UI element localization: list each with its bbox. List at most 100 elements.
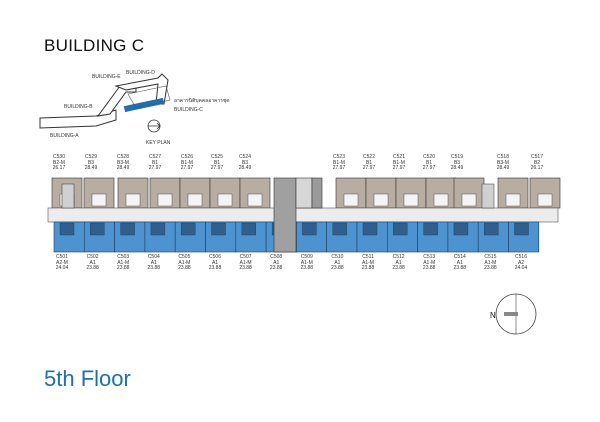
bottom-unit-bathroom <box>362 222 378 236</box>
right-stair <box>481 183 495 209</box>
building-a-shape <box>39 109 117 129</box>
bottom-unit-id: C507 <box>239 254 252 260</box>
core-shaft <box>311 177 323 209</box>
bottom-unit-id: C501 <box>56 254 68 260</box>
site-outline <box>127 85 171 109</box>
bottom-unit-bathroom <box>120 222 135 236</box>
compass-needle <box>504 312 518 316</box>
bottom-unit-c515[interactable] <box>477 221 509 253</box>
bottom-unit-c516[interactable] <box>508 221 540 253</box>
top-unit-id: C526 <box>181 154 193 160</box>
bottom-unit-bathroom <box>180 222 196 236</box>
bottom-unit-type: A2 <box>517 259 525 266</box>
bottom-unit-id: C512 <box>392 254 405 260</box>
top-unit-id: C522 <box>363 154 375 160</box>
bottom-unit-area: 23.88 <box>484 265 497 272</box>
top-unit-id: C518 <box>497 154 509 160</box>
bottom-unit-c512[interactable] <box>386 221 418 253</box>
top-unit-c524[interactable] <box>239 177 271 209</box>
bottom-unit-bathroom <box>211 222 226 236</box>
key-plan-buildings <box>39 73 171 129</box>
top-unit-bathroom <box>187 193 203 207</box>
bottom-unit-bathroom <box>453 222 469 236</box>
bottom-unit-area: 23.88 <box>116 265 130 272</box>
bottom-unit-area: 24.04 <box>514 265 528 272</box>
bottom-unit-c511[interactable] <box>356 221 388 253</box>
key-plan-building-e-label: BUILDING-E <box>92 74 121 80</box>
bottom-unit-c505[interactable] <box>174 221 206 253</box>
bottom-unit-area: 23.88 <box>331 265 344 272</box>
bottom-unit-c506[interactable] <box>205 221 237 253</box>
bottom-unit-type: A1 <box>211 259 219 266</box>
top-unit-bathroom <box>433 193 449 207</box>
top-unit-c522[interactable] <box>365 177 397 209</box>
bottom-unit-type: A1 <box>395 259 402 266</box>
top-unit-type: B1 <box>213 159 221 166</box>
bottom-unit-type: A1-M <box>239 259 252 266</box>
bottom-unit-c503[interactable] <box>114 221 146 253</box>
top-unit-bathroom <box>373 193 389 207</box>
top-unit-bathroom <box>461 193 477 207</box>
bottom-unit-c504[interactable] <box>144 221 176 253</box>
top-unit-c517[interactable] <box>529 177 561 209</box>
bottom-unit-c507[interactable] <box>235 221 267 253</box>
bottom-unit-type: A1-M <box>423 259 436 266</box>
top-unit-area: 27.97 <box>210 165 224 172</box>
top-unit-type: B1 <box>425 159 433 166</box>
top-unit-c526[interactable] <box>179 177 211 209</box>
top-unit-type: B2 <box>533 159 541 166</box>
bottom-unit-c510[interactable] <box>326 221 358 253</box>
bottom-unit-c513[interactable] <box>417 221 449 253</box>
bottom-unit-type: A1-M <box>484 259 497 266</box>
bottom-unit-id: C506 <box>209 254 221 260</box>
top-unit-area: 27.97 <box>362 165 376 172</box>
north-compass: N <box>490 293 537 335</box>
top-unit-area: 28.49 <box>84 165 98 172</box>
top-unit-type: B1 <box>365 159 373 166</box>
top-unit-c529[interactable] <box>83 177 115 209</box>
bottom-unit-id: C511 <box>362 254 374 260</box>
bottom-unit-c502[interactable] <box>84 221 115 253</box>
top-unit-bathroom <box>537 193 553 207</box>
bottom-unit-bathroom <box>241 222 257 236</box>
bottom-unit-area: 23.88 <box>208 265 222 272</box>
top-unit-c518[interactable] <box>497 177 529 209</box>
top-unit-c528[interactable] <box>117 177 149 209</box>
bottom-unit-type: A1-M <box>117 259 130 266</box>
bottom-units-group <box>53 221 540 253</box>
building-c-highlight <box>123 97 165 113</box>
top-unit-bathroom <box>125 193 141 207</box>
top-unit-c520[interactable] <box>425 177 457 209</box>
bottom-unit-area: 23.88 <box>453 265 467 272</box>
top-unit-type: B1-M <box>393 159 405 166</box>
bottom-unit-area: 23.88 <box>86 265 99 272</box>
bottom-unit-area: 23.88 <box>392 265 405 272</box>
top-unit-c525[interactable] <box>209 177 241 209</box>
bottom-unit-c509[interactable] <box>296 221 327 253</box>
top-unit-c521[interactable] <box>395 177 427 209</box>
bottom-unit-area: 24.04 <box>55 265 69 272</box>
bottom-unit-c501[interactable] <box>53 221 85 253</box>
bottom-unit-area: 23.88 <box>178 265 191 272</box>
top-unit-c527[interactable] <box>149 177 181 209</box>
top-unit-c523[interactable] <box>335 177 367 209</box>
bottom-unit-type: A1-M <box>300 259 313 266</box>
bottom-unit-c514[interactable] <box>447 221 479 253</box>
top-unit-bathroom <box>91 193 107 207</box>
bottom-unit-area: 23.88 <box>147 265 161 272</box>
top-unit-id: C527 <box>149 154 161 160</box>
top-unit-c519[interactable] <box>453 177 485 209</box>
